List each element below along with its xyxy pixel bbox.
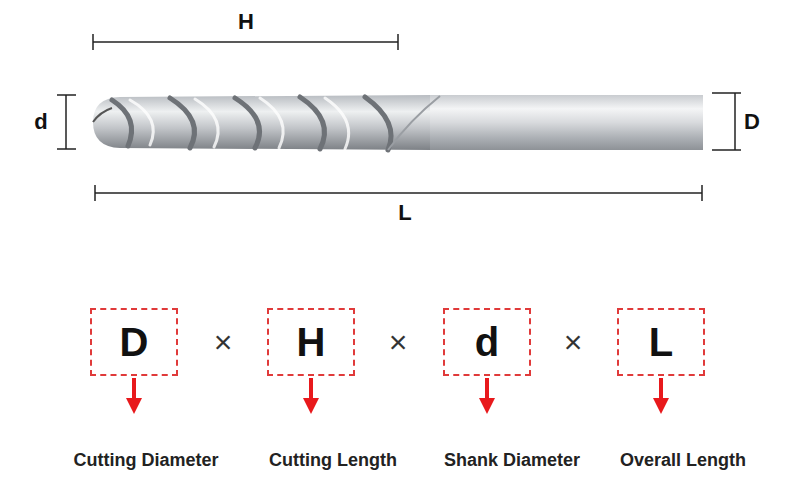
shank [430, 95, 703, 150]
dashed-box: H [267, 308, 355, 376]
dimension-letter: d [34, 111, 47, 133]
times-sign: × [564, 326, 583, 358]
dimension-line [95, 185, 702, 201]
caption-text: Cutting Diameter [73, 451, 218, 469]
dimension-line [712, 93, 741, 150]
box-letter: L [649, 322, 673, 362]
box-letter: D [120, 322, 149, 362]
caption-text: Cutting Length [269, 451, 397, 469]
caption-text: Shank Diameter [444, 451, 580, 469]
dimension-letter: L [398, 202, 411, 224]
box-letter: H [297, 322, 326, 362]
times-sign: × [389, 326, 408, 358]
times-sign: × [214, 326, 233, 358]
red-arrow [126, 378, 669, 414]
helix-flutes [112, 97, 391, 150]
dimension-line [93, 34, 398, 50]
caption-text: Overall Length [620, 451, 746, 469]
fluted-body [93, 95, 430, 150]
dimension-letter: D [744, 111, 760, 133]
dimension-line [57, 95, 76, 149]
box-letter: d [475, 322, 499, 362]
dashed-box: D [90, 308, 178, 376]
dashed-box: d [443, 308, 531, 376]
dimension-letter: H [238, 11, 254, 33]
dashed-box: L [617, 308, 705, 376]
